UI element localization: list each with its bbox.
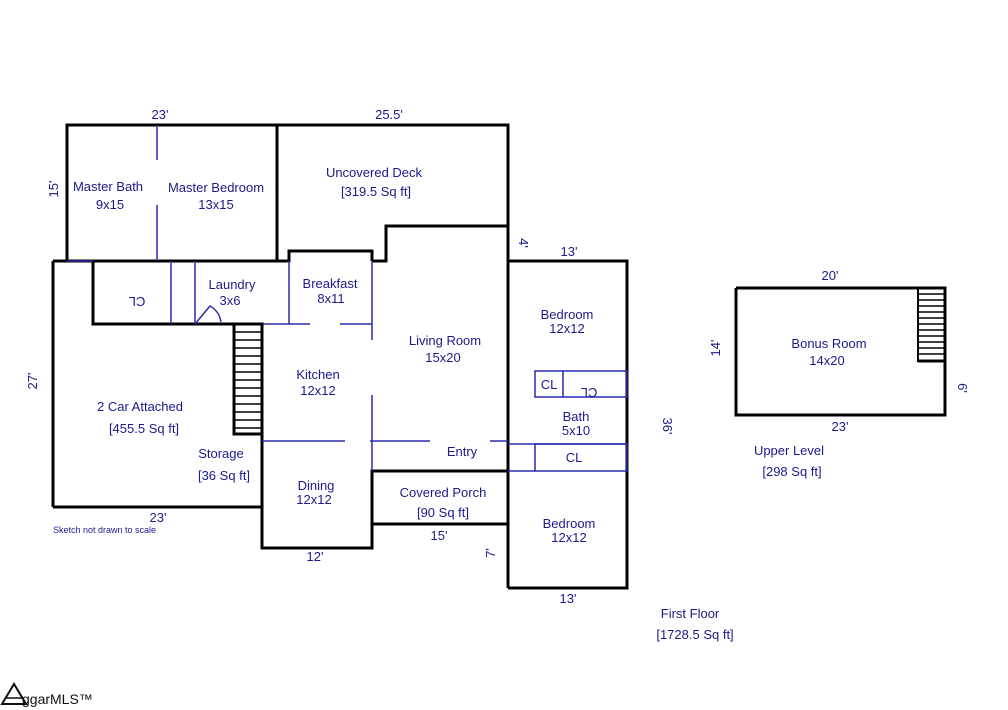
master-bedroom-size: 13x15	[198, 197, 233, 212]
room-labels: Master Bath 9x15 Master Bedroom 13x15 Un…	[73, 165, 867, 545]
closet3-label: CL	[566, 450, 583, 465]
dim-bonus-right: 6'	[955, 383, 970, 393]
dining-size: 12x12	[296, 492, 331, 507]
breakfast-name: Breakfast	[303, 276, 358, 291]
breakfast-size: 8x11	[317, 291, 344, 306]
bonus-room-walls	[734, 286, 947, 417]
deck-name: Uncovered Deck	[326, 165, 423, 180]
garage-area: [455.5 Sq ft]	[109, 421, 179, 436]
storage-area: [36 Sq ft]	[198, 468, 250, 483]
interior-walls	[67, 125, 628, 472]
master-bath-name: Master Bath	[73, 179, 143, 194]
bonus-room-size: 14x20	[809, 353, 844, 368]
dim-bonus-bottom: 23'	[832, 419, 849, 434]
house-logo-icon	[0, 682, 28, 705]
upper-level-title: Upper Level	[754, 443, 824, 458]
level-summaries: Upper Level [298 Sq ft] First Floor [172…	[656, 443, 824, 642]
master-bedroom-name: Master Bedroom	[168, 180, 264, 195]
laundry-name: Laundry	[209, 277, 256, 292]
garage-name: 2 Car Attached	[97, 399, 183, 414]
kitchen-size: 12x12	[300, 383, 335, 398]
dim-deck-step: 4'	[516, 238, 531, 248]
dim-garage-bottom: 23'	[150, 510, 167, 525]
mls-logo: ggarMLS™	[0, 682, 93, 707]
main-stairs	[232, 322, 264, 436]
dim-bonus-top: 20'	[822, 268, 839, 283]
closet2-label: CL	[581, 385, 598, 400]
storage-name: Storage	[198, 446, 244, 461]
living-room-name: Living Room	[409, 333, 481, 348]
mls-logo-text: ggarMLS™	[22, 691, 93, 707]
dim-bedrooms-bottom: 13'	[560, 591, 577, 606]
exterior-walls	[51, 123, 629, 590]
dim-bedrooms-top: 13'	[561, 244, 578, 259]
bedroom2-name: Bedroom	[543, 516, 596, 531]
scale-note: Sketch not drawn to scale	[53, 525, 156, 535]
bonus-room-name: Bonus Room	[791, 336, 866, 351]
entry-label: Entry	[447, 444, 478, 459]
deck-area: [319.5 Sq ft]	[341, 184, 411, 199]
dim-dining-bottom: 12'	[307, 549, 324, 564]
closet-garage-label: CL	[129, 294, 146, 309]
dining-name: Dining	[298, 478, 335, 493]
dim-bonus-left: 14'	[708, 340, 723, 357]
first-floor-title: First Floor	[661, 606, 720, 621]
master-bath-size: 9x15	[96, 197, 124, 212]
dim-bedrooms-right: 36'	[660, 418, 675, 435]
closet1-label: CL	[541, 377, 558, 392]
laundry-size: 3x6	[220, 293, 241, 308]
dimension-labels: 23' 25.5' 15' 27' 23' 12' 15' 4' 13' 13'…	[25, 107, 970, 606]
bath-name: Bath	[563, 409, 590, 424]
dim-left-upper: 15'	[46, 181, 61, 198]
first-floor-area: [1728.5 Sq ft]	[656, 627, 733, 642]
porch-name: Covered Porch	[400, 485, 487, 500]
porch-area: [90 Sq ft]	[417, 505, 469, 520]
bath-size: 5x10	[562, 423, 590, 438]
dim-left-lower: 27'	[25, 373, 40, 390]
dim-top-left: 23'	[152, 107, 169, 122]
bedroom1-name: Bedroom	[541, 307, 594, 322]
bonus-stairs	[917, 287, 946, 362]
dim-porch-bottom: 15'	[431, 528, 448, 543]
dim-porch-side: 7'	[483, 548, 498, 558]
dim-top-right: 25.5'	[375, 107, 403, 122]
upper-level-area: [298 Sq ft]	[762, 464, 821, 479]
living-room-size: 15x20	[425, 350, 460, 365]
bedroom2-size: 12x12	[551, 530, 586, 545]
kitchen-name: Kitchen	[296, 367, 339, 382]
bedroom1-size: 12x12	[549, 321, 584, 336]
